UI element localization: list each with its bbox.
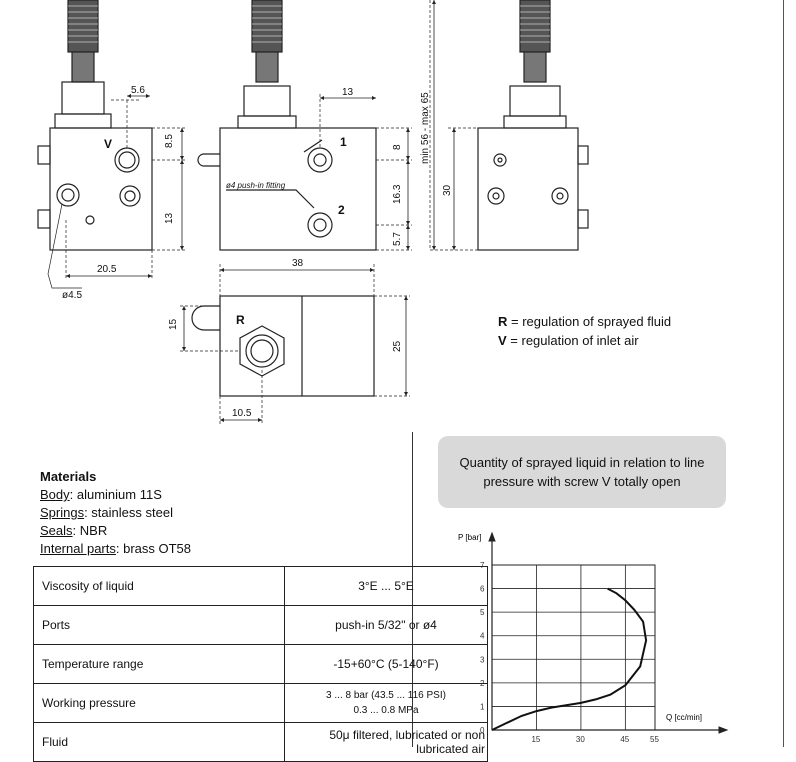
- dim-20-5: 20.5: [97, 264, 117, 275]
- label-push-in: ø4 push-in fitting: [226, 181, 286, 190]
- dim-5-7: 5.7: [392, 232, 403, 246]
- dim-5-6: 5.6: [131, 85, 145, 96]
- dim-38: 38: [292, 258, 304, 269]
- label-port-v: V: [104, 137, 112, 151]
- spec-value: 3°E ... 5°E: [284, 566, 488, 606]
- dim-30: 30: [442, 184, 453, 196]
- label-port-1: 1: [340, 135, 347, 149]
- materials-title: Materials: [40, 469, 97, 484]
- valve-bottom-view: [191, 295, 375, 397]
- spec-label: Viscosity of liquid: [33, 566, 285, 606]
- chart-title-box: Quantity of sprayed liquid in relation t…: [438, 436, 726, 508]
- valve-rear-view: [477, 0, 589, 251]
- materials-block: Materials Body: aluminium 11S Springs: s…: [40, 468, 191, 558]
- valve-side-view: [197, 0, 377, 251]
- dim-13-left: 13: [164, 212, 175, 224]
- materials-row: Body: aluminium 11S: [40, 487, 162, 502]
- dim-hole-4-5: ø4.5: [62, 290, 82, 301]
- dim-10-5: 10.5: [232, 408, 252, 419]
- right-border: [783, 0, 784, 747]
- dim-8: 8: [392, 144, 403, 150]
- spec-label: Working pressure: [33, 683, 285, 723]
- spec-label: Temperature range: [33, 644, 285, 684]
- table-row: Fluid 50μ filtered, lubricated or non lu…: [33, 722, 488, 762]
- materials-row: Springs: stainless steel: [40, 505, 173, 520]
- dim-25: 25: [392, 340, 403, 352]
- materials-row: Seals: NBR: [40, 523, 108, 538]
- spec-value: 50μ filtered, lubricated or non lubricat…: [284, 722, 488, 762]
- chart-title: Quantity of sprayed liquid in relation t…: [459, 455, 705, 489]
- valve-front-view: [37, 0, 153, 251]
- dim-min-max: min 56 - max 65: [420, 92, 431, 164]
- dim-13-top: 13: [342, 87, 354, 98]
- table-row: Viscosity of liquid 3°E ... 5°E: [33, 566, 488, 606]
- spec-label: Fluid: [33, 722, 285, 762]
- table-row: Temperature range -15+60°C (5-140°F): [33, 644, 488, 684]
- spec-value: -15+60°C (5-140°F): [284, 644, 488, 684]
- legend-r: R = regulation of sprayed fluid: [498, 314, 672, 329]
- specs-table: Viscosity of liquid 3°E ... 5°E Ports pu…: [33, 566, 488, 762]
- label-port-r: R: [236, 313, 245, 327]
- spec-value: 3 ... 8 bar (43.5 ... 116 PSI)0.3 ... 0.…: [284, 683, 488, 723]
- dim-16-3: 16.3: [392, 184, 403, 204]
- spec-value: push-in 5/32" or ø4: [284, 605, 488, 645]
- legend: R = regulation of sprayed fluid V = regu…: [498, 312, 671, 350]
- spec-label: Ports: [33, 605, 285, 645]
- dim-15: 15: [168, 318, 179, 330]
- legend-v: V = regulation of inlet air: [498, 333, 639, 348]
- dim-8-5: 8.5: [164, 134, 175, 148]
- label-port-2: 2: [338, 203, 345, 217]
- table-row: Ports push-in 5/32" or ø4: [33, 605, 488, 645]
- materials-row: Internal parts: brass OT58: [40, 541, 192, 556]
- table-row: Working pressure 3 ... 8 bar (43.5 ... 1…: [33, 683, 488, 723]
